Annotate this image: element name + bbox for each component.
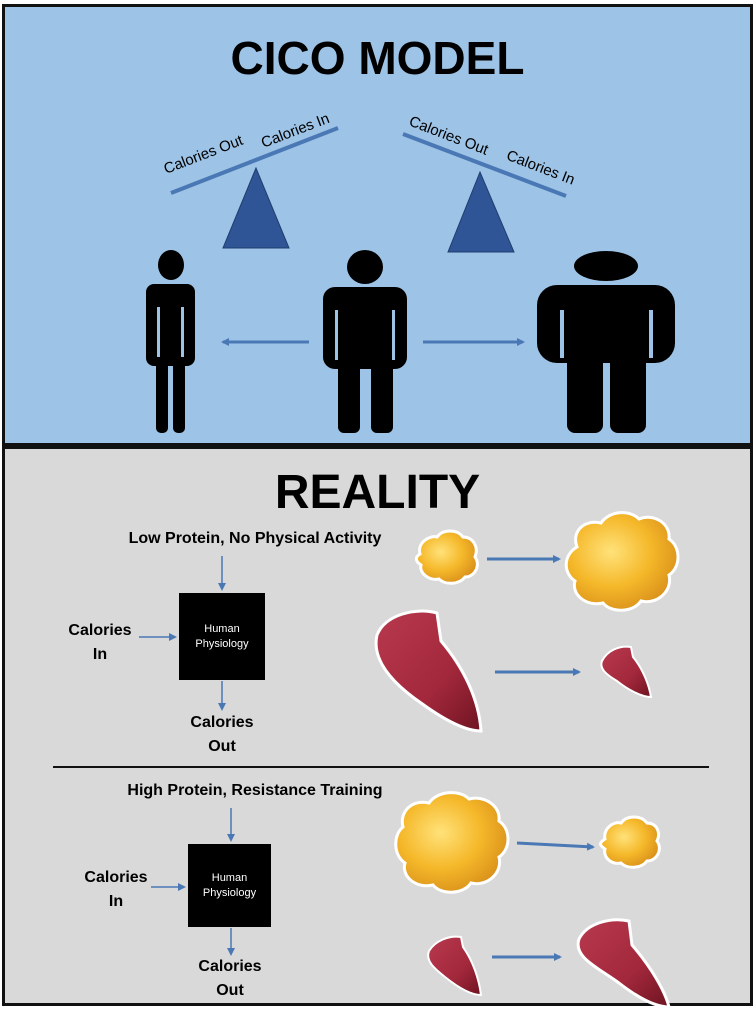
right-scale-fulcrum [447, 170, 515, 253]
cico-diagram: Calories Out Calories In Calories Out Ca… [146, 110, 675, 433]
scenario2-condition: High Protein, Resistance Training [127, 782, 383, 799]
scenario1-calories-out: Calories Out [177, 711, 267, 759]
left-scale-beam [170, 126, 339, 195]
scenario2-calories-in-line2: In [108, 893, 124, 910]
scenario1-calories-in: Calories In [55, 619, 145, 667]
reality-panel: REALITY Low Protein, No Physical Activit… [2, 446, 753, 1009]
scenario2-calories-in-line1: Calories [84, 869, 148, 886]
s1-muscle-small-icon [600, 645, 653, 699]
s1-fat-small-icon [414, 529, 479, 585]
scenario2-box-line2: Physiology [202, 886, 257, 899]
scenario1-calories-out-line1: Calories [190, 714, 254, 731]
heavy-person-icon [537, 251, 675, 433]
reality-title: REALITY [274, 466, 481, 519]
scenario1-calories-in-line1: Calories [68, 622, 132, 639]
scenario2-human-physiology-box: Human Physiology [188, 844, 271, 927]
scenario1-box-line1: Human [204, 622, 240, 635]
s2-fat-small-icon [599, 815, 661, 869]
s1-muscle-large-icon [374, 609, 483, 733]
scenario1-condition: Low Protein, No Physical Activity [128, 530, 382, 547]
scenario2-calories-out-line1: Calories [198, 958, 262, 975]
cico-model-panel: CICO MODEL Calories Out Calories In Calo… [2, 4, 753, 446]
scenario1-calories-in-line2: In [92, 646, 108, 663]
scenario-divider [53, 766, 709, 768]
thin-person-icon [146, 250, 195, 433]
right-scale-calories-in: Calories In [504, 147, 577, 189]
right-scale-beam [402, 132, 567, 198]
scenario2-box-line1: Human [211, 871, 248, 884]
s2-fat-arrow [516, 841, 595, 851]
reality-diagram [139, 511, 680, 1009]
scenario1-calories-out-line2: Out [208, 738, 236, 755]
scenario1-human-physiology-box: Human Physiology [179, 593, 265, 680]
scenario2-calories-out: Calories Out [185, 955, 275, 1003]
s1-fat-large-icon [564, 511, 680, 612]
scenario2-calories-in: Calories In [71, 866, 161, 914]
s2-fat-large-icon [394, 791, 510, 894]
average-person-icon [323, 250, 407, 433]
s2-muscle-large-icon [576, 918, 671, 1009]
left-scale-fulcrum [222, 166, 290, 249]
cico-model-title: CICO MODEL [230, 32, 525, 84]
s2-muscle-small-icon [427, 935, 483, 997]
scenario2-calories-out-line2: Out [216, 982, 244, 999]
scenario1-box-line2: Physiology [195, 637, 249, 650]
